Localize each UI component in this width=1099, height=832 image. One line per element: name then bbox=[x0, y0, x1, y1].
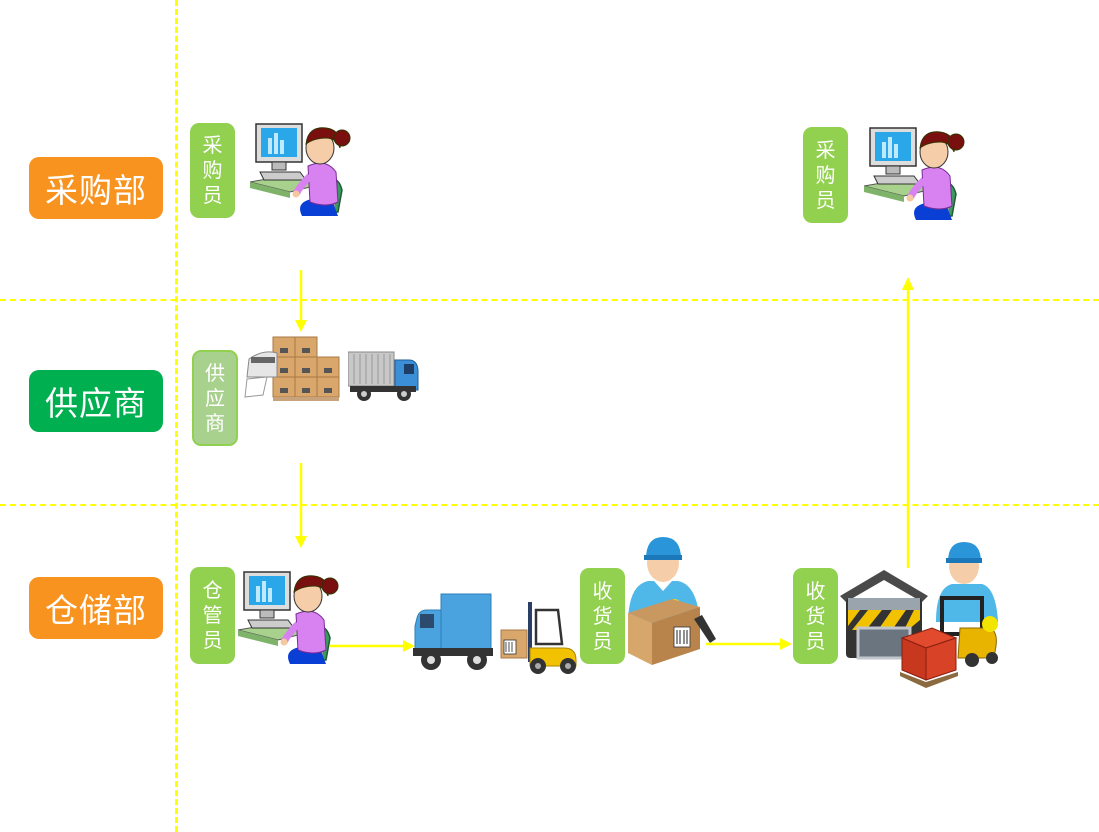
role-char: 货 bbox=[805, 603, 826, 628]
arrowhead-down bbox=[295, 536, 307, 548]
role-char: 采 bbox=[815, 137, 836, 162]
role-char: 管 bbox=[202, 603, 223, 627]
role-char: 采 bbox=[202, 133, 223, 157]
delivery-truck-icon bbox=[413, 593, 493, 670]
role-char: 购 bbox=[202, 158, 223, 182]
lane-label-supplier: 供应商 bbox=[29, 370, 163, 432]
role-char: 员 bbox=[202, 183, 223, 207]
role-char: 仓 bbox=[202, 578, 223, 602]
arrowhead-right bbox=[403, 640, 415, 652]
lane-divider-purchasing-supplier bbox=[0, 299, 1099, 301]
lane-header-divider bbox=[175, 0, 178, 832]
role-char: 员 bbox=[592, 628, 613, 653]
role-badge-supplier: 供 应 商 bbox=[192, 350, 238, 446]
arrowhead-right bbox=[780, 638, 792, 650]
role-char: 购 bbox=[815, 162, 836, 187]
role-badge-receiver-2: 收 货 员 bbox=[793, 568, 838, 664]
role-char: 员 bbox=[805, 628, 826, 653]
role-badge-receiver: 收 货 员 bbox=[580, 568, 625, 664]
arrowhead-up bbox=[902, 277, 914, 290]
role-char: 货 bbox=[592, 603, 613, 628]
forklift-with-box-icon bbox=[500, 602, 577, 674]
role-char: 收 bbox=[805, 578, 826, 603]
arrowhead-down bbox=[295, 320, 307, 332]
role-char: 收 bbox=[592, 578, 613, 603]
role-badge-warehouse-keeper: 仓 管 员 bbox=[190, 567, 235, 664]
container-truck-icon bbox=[348, 351, 419, 401]
role-char: 员 bbox=[202, 628, 223, 652]
role-char: 员 bbox=[815, 187, 836, 212]
lane-divider-supplier-warehouse bbox=[0, 504, 1099, 506]
worker-with-parcel-scanner-icon bbox=[628, 537, 716, 665]
printer-boxes-pallet-icon bbox=[244, 336, 340, 401]
role-char: 供 bbox=[205, 360, 225, 385]
worker-with-forklift-pallet-icon bbox=[900, 542, 998, 688]
role-char: 商 bbox=[205, 410, 225, 435]
lane-label-warehouse: 仓储部 bbox=[29, 577, 163, 639]
role-badge-buyer: 采 购 员 bbox=[190, 123, 235, 218]
role-char: 应 bbox=[205, 385, 225, 410]
role-badge-buyer-2: 采 购 员 bbox=[803, 127, 848, 223]
lane-label-purchasing: 采购部 bbox=[29, 157, 163, 219]
